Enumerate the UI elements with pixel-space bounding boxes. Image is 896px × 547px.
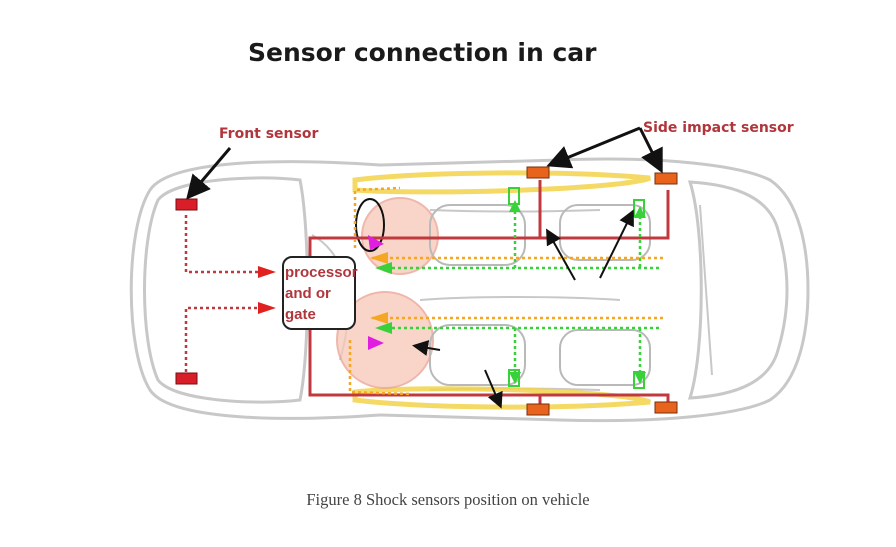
processor-box: processor and or gate [282, 256, 358, 330]
side-sensor-rear-right [654, 401, 678, 414]
side-sensor-rear-left [654, 172, 678, 185]
side-sensor-front-right [526, 403, 550, 416]
figure-caption: Figure 8 Shock sensors position on vehic… [306, 490, 590, 509]
front-sensor-label: Front sensor [219, 126, 318, 142]
curtain-airbags [352, 170, 651, 410]
processor-label-line2: and or [285, 285, 331, 302]
processor-label-line3: gate [285, 306, 316, 323]
orange-signal-paths [348, 186, 665, 396]
front-sensor-top [175, 198, 198, 211]
processor-label-line1: processor [285, 264, 358, 281]
diagram-title: Sensor connection in car [248, 38, 597, 67]
label-pointer-arrows [186, 126, 663, 200]
side-impact-sensor-label: Side impact sensor [643, 120, 794, 136]
front-sensor-paths [184, 215, 268, 372]
seats [429, 204, 651, 386]
indicator-arrows [412, 209, 634, 409]
seat-sensor-boxes [508, 187, 645, 389]
front-sensor-bottom [175, 372, 198, 385]
car-outline [129, 157, 810, 423]
side-sensor-front-left [526, 166, 550, 179]
